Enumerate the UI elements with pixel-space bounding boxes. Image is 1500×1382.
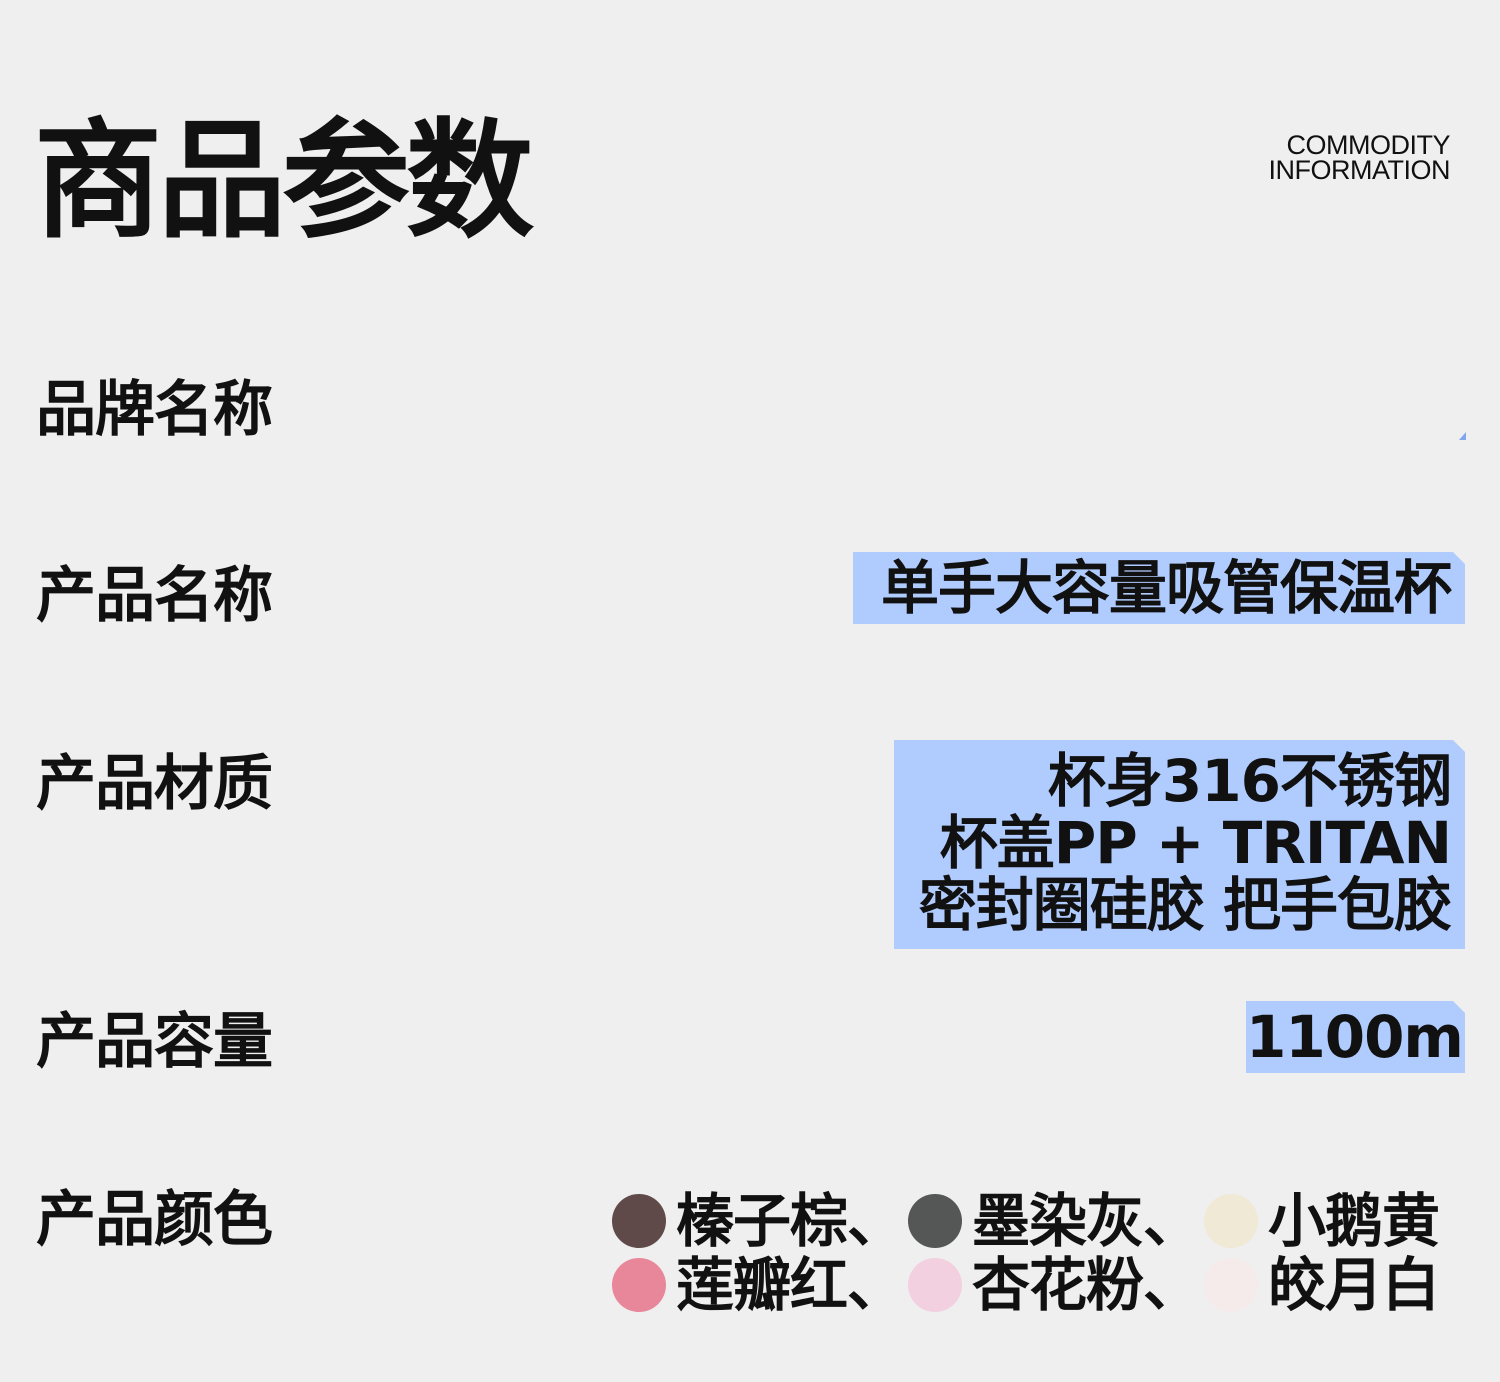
page-subtitle: COMMODITY INFORMATION <box>1268 130 1451 185</box>
color-name: 杏花粉、 <box>972 1251 1201 1319</box>
color-swatch <box>1204 1258 1258 1312</box>
color-item-apricot-pink: 杏花粉、 <box>908 1256 1204 1314</box>
product-name-text: 单手大容量吸管保温杯 <box>880 554 1451 622</box>
color-name: 小鹅黄 <box>1268 1187 1440 1255</box>
value-material: 杯身316不锈钢 杯盖PP + TRITAN 密封圈硅胶 把手包胶 <box>894 740 1465 949</box>
color-row: 莲瓣红、 杏花粉、 皎月白 <box>612 1253 1472 1317</box>
label-colors: 产品颜色 <box>36 1185 273 1255</box>
value-capacity: 1100ml <box>1246 1001 1465 1073</box>
label-capacity: 产品容量 <box>36 1007 273 1077</box>
subtitle-line-1: COMMODITY <box>1286 130 1451 160</box>
color-list: 榛子棕、 墨染灰、 小鹅黄 莲瓣红、 杏花粉、 皎月白 <box>612 1189 1472 1317</box>
material-line-3: 密封圈硅胶 把手包胶 <box>918 871 1451 939</box>
color-swatch <box>1204 1194 1258 1248</box>
color-name: 墨染灰、 <box>972 1187 1201 1255</box>
color-name: 莲瓣红、 <box>676 1251 905 1319</box>
color-item-gosling-yellow: 小鹅黄 <box>1204 1192 1464 1250</box>
color-swatch <box>612 1194 666 1248</box>
value-product-name: 单手大容量吸管保温杯 <box>853 552 1465 624</box>
color-swatch <box>908 1258 962 1312</box>
color-item-ink-gray: 墨染灰、 <box>908 1192 1204 1250</box>
color-swatch <box>612 1258 666 1312</box>
color-row: 榛子棕、 墨染灰、 小鹅黄 <box>612 1189 1472 1253</box>
label-product-name: 产品名称 <box>36 561 273 631</box>
label-material: 产品材质 <box>36 749 273 819</box>
page-title: 商品参数 <box>34 107 534 256</box>
brand-value-marker <box>1459 432 1466 440</box>
color-name: 皎月白 <box>1268 1251 1440 1319</box>
color-item-moon-white: 皎月白 <box>1204 1256 1464 1314</box>
label-brand-name: 品牌名称 <box>36 375 273 445</box>
color-name: 榛子棕、 <box>676 1187 905 1255</box>
material-line-1: 杯身316不锈钢 <box>1047 747 1451 815</box>
color-item-hazel-brown: 榛子棕、 <box>612 1192 908 1250</box>
subtitle-line-2: INFORMATION <box>1268 155 1451 185</box>
color-swatch <box>908 1194 962 1248</box>
color-item-lotus-red: 莲瓣红、 <box>612 1256 908 1314</box>
material-line-2: 杯盖PP + TRITAN <box>939 809 1451 877</box>
capacity-text: 1100ml <box>1246 1003 1482 1071</box>
